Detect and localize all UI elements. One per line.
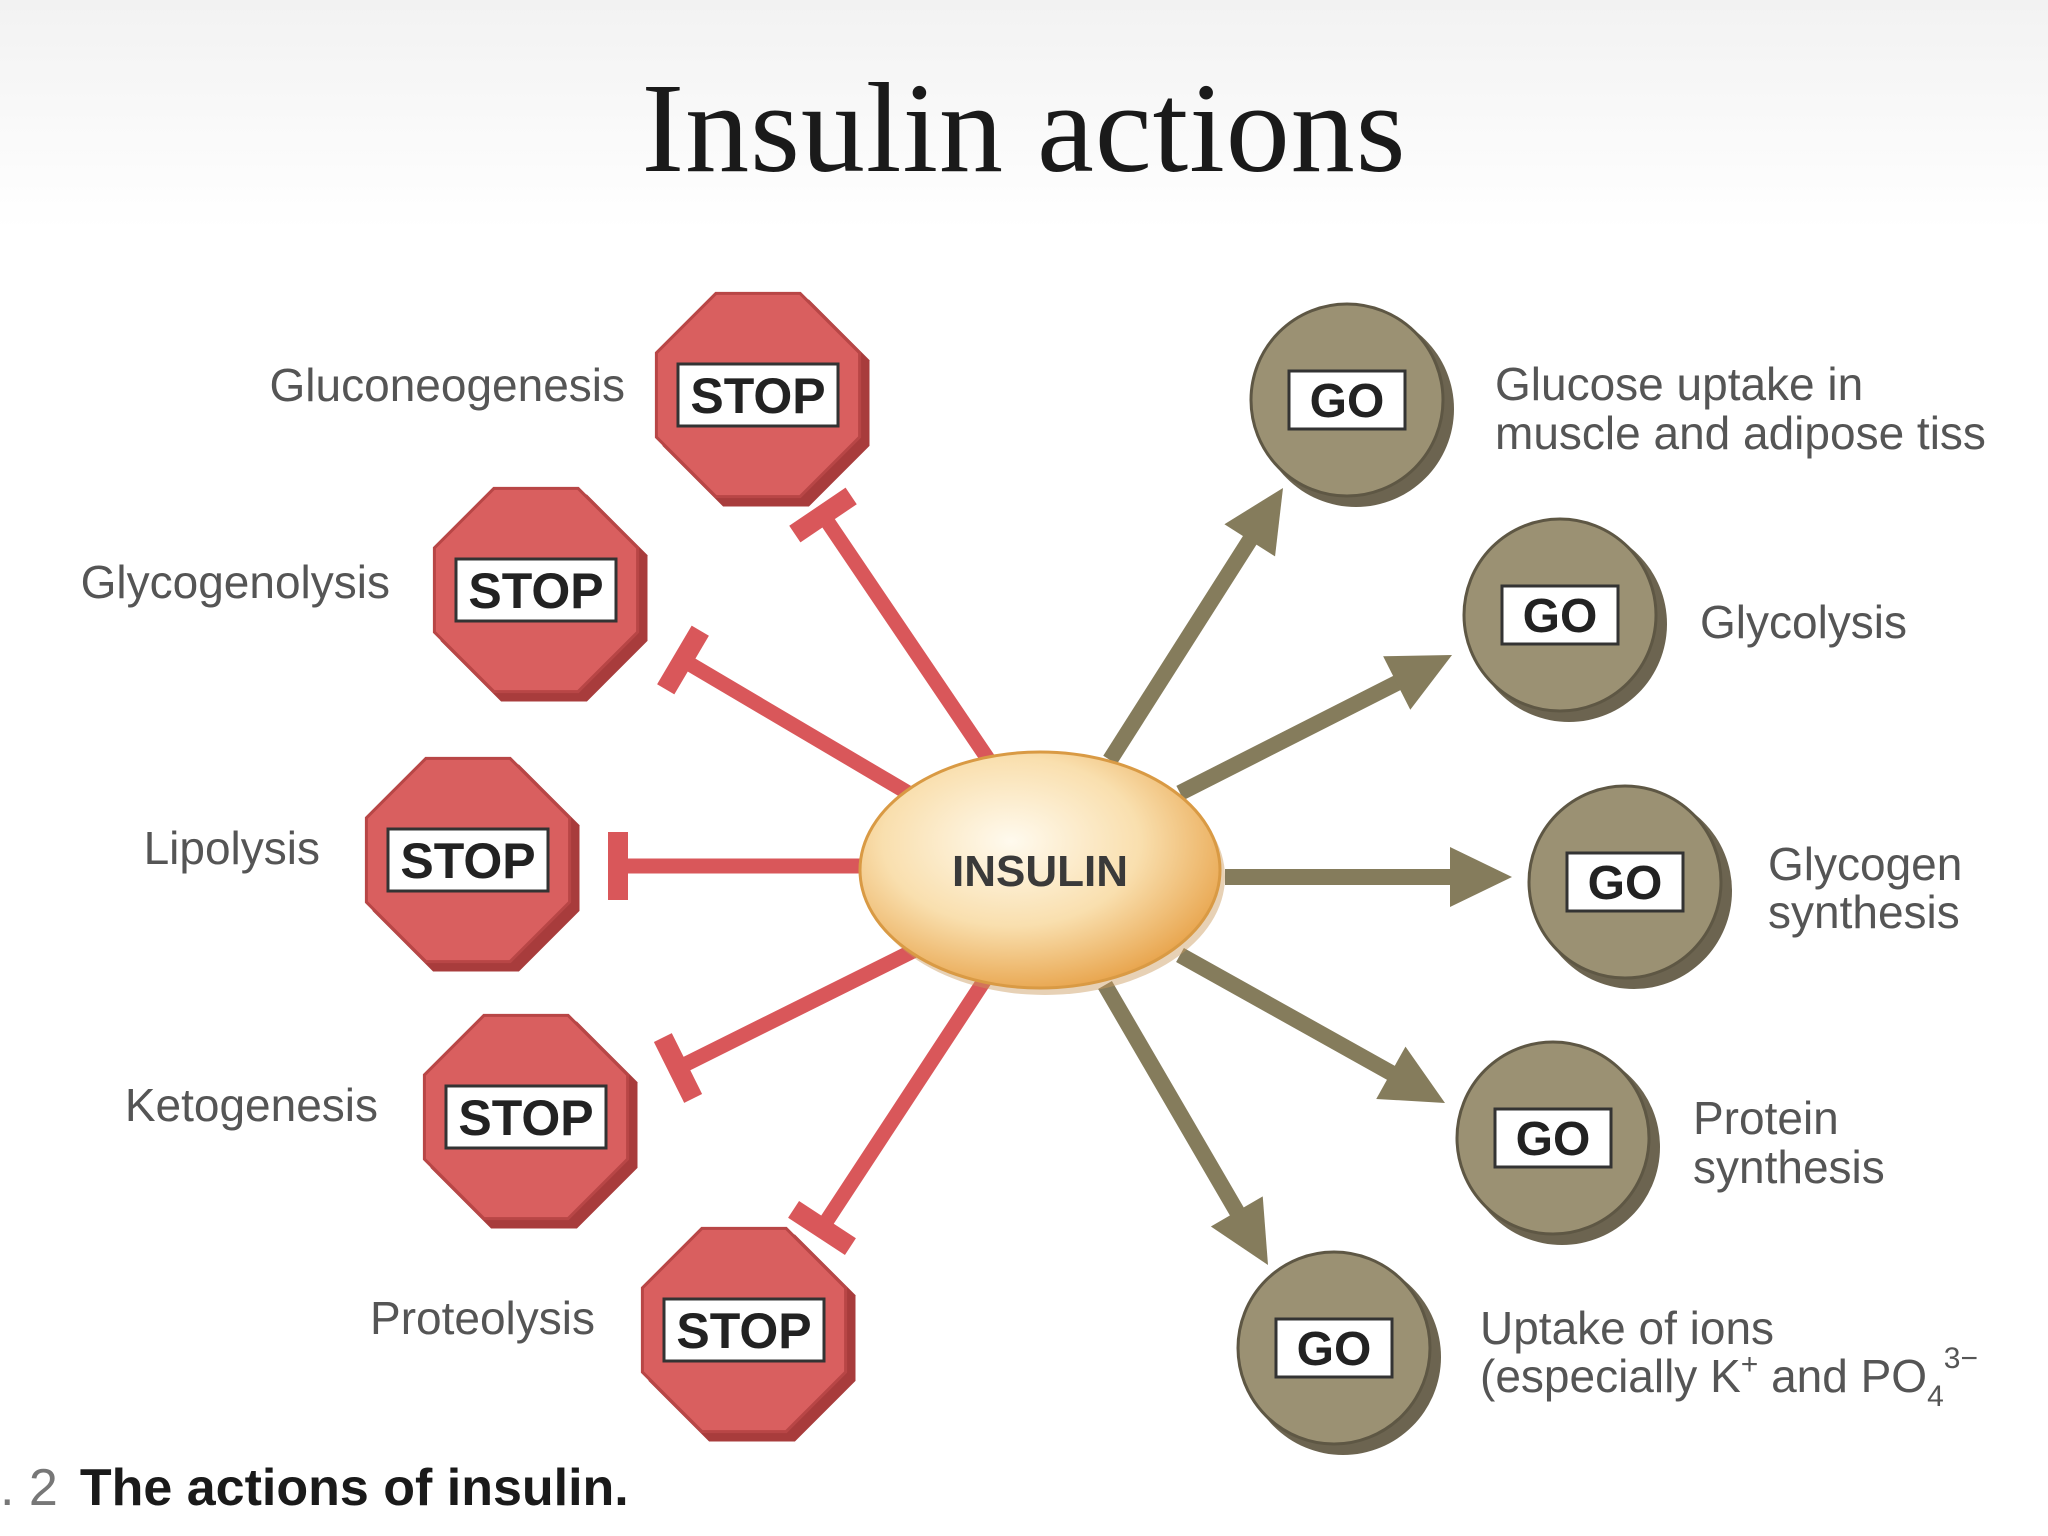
inhibit-bar-ketogenesis [653, 1033, 703, 1103]
stop-sign-gluconeogenesis: STOP [654, 291, 870, 507]
go-sign-4: GO [1455, 1040, 1660, 1245]
stop-sign-text: STOP [458, 1090, 593, 1146]
inhibit-line-gluconeogenesis [816, 510, 997, 767]
insulin-label: INSULIN [952, 847, 1128, 896]
arrow-shaft-go-2 [1176, 674, 1404, 801]
stop-label-box [454, 557, 618, 623]
go-sign-text: GO [1297, 1323, 1372, 1376]
go-label-box [1287, 369, 1407, 431]
figure-number: . 2 [0, 1459, 58, 1517]
inhibit-line-ketogenesis [674, 943, 919, 1075]
go-sign-5: GO [1236, 1250, 1441, 1455]
figure-caption-text: The actions of insulin. [79, 1459, 629, 1517]
go-sign-3: GO [1527, 784, 1732, 989]
stop-label-box [676, 362, 840, 428]
stop-sign-proteolysis: STOP [640, 1226, 856, 1442]
arrow-shaft-go-4 [1176, 948, 1399, 1082]
go-sign-text: GO [1523, 590, 1598, 643]
stimulated-label-2-line1: Glycolysis [1700, 596, 1907, 648]
go-sign-text: GO [1516, 1113, 1591, 1166]
stop-label-box [662, 1297, 826, 1363]
stop-label-box [386, 827, 550, 893]
stop-sign-glycogenolysis: STOP [432, 486, 648, 702]
subscript-4: 4 [1927, 1380, 1944, 1413]
superscript-plus: + [1741, 1348, 1759, 1381]
text-and-po: and PO [1758, 1350, 1927, 1402]
stimulated-label-3-line2: synthesis [1768, 886, 1960, 938]
stimulated-label-1-line2: muscle and adipose tiss [1495, 407, 1986, 459]
inhibited-label-ketogenesis: Ketogenesis [125, 1079, 378, 1131]
inhibited-label-glycogenolysis: Glycogenolysis [81, 556, 390, 608]
stop-sign-text: STOP [690, 368, 825, 424]
inhibited-label-lipolysis: Lipolysis [144, 822, 320, 874]
stimulated-label-4-line2: synthesis [1693, 1141, 1885, 1193]
inhibit-bar-proteolysis [788, 1200, 856, 1256]
inhibit-bar-gluconeogenesis [789, 487, 857, 543]
go-sign-text: GO [1310, 375, 1385, 428]
arrow-head-go-4 [1376, 1046, 1445, 1103]
stop-sign-text: STOP [468, 563, 603, 619]
inhibited-label-proteolysis: Proteolysis [370, 1292, 595, 1344]
go-sign-text: GO [1588, 857, 1663, 910]
arrow-head-go-5 [1210, 1196, 1268, 1265]
arrow-shaft-go-1 [1103, 532, 1259, 765]
stop-sign-ketogenesis: STOP [422, 1013, 638, 1229]
go-label-box [1500, 584, 1620, 646]
go-label-box [1274, 1317, 1394, 1379]
stimulated-label-1-line1: Glucose uptake in [1495, 358, 1863, 410]
arrow-head-go-3 [1450, 847, 1512, 907]
arrow-head-go-2 [1383, 655, 1452, 710]
figure-caption: . 2 The actions of insulin. [0, 1458, 629, 1518]
go-sign-2: GO [1462, 517, 1667, 722]
arrow-head-go-1 [1224, 488, 1283, 557]
stop-sign-lipolysis: STOP [364, 756, 580, 972]
page-title: Insulin actions [641, 57, 1407, 199]
title-background [0, 0, 2048, 230]
stimulated-label-3-line1: Glycogen [1768, 838, 1962, 890]
stop-label-box [444, 1084, 608, 1150]
stimulated-label-5-line2: (especially K+ and PO43− [1480, 1342, 1978, 1413]
go-label-box [1565, 851, 1685, 913]
stimulated-label-5-line1: Uptake of ions [1480, 1302, 1774, 1354]
go-sign-1: GO [1249, 302, 1454, 507]
insulin-ellipse [858, 750, 1222, 990]
inhibit-line-proteolysis [815, 970, 995, 1233]
inhibit-bar-glycogenolysis [657, 625, 709, 695]
arrow-shaft-go-5 [1098, 980, 1246, 1219]
inhibit-line-glycogenolysis [679, 653, 919, 804]
stop-sign-text: STOP [676, 1303, 811, 1359]
superscript-3-minus: 3− [1944, 1342, 1978, 1375]
inhibited-label-gluconeogenesis: Gluconeogenesis [270, 359, 625, 411]
go-label-box [1493, 1107, 1613, 1169]
stop-sign-text: STOP [400, 833, 535, 889]
stimulated-label-4-line1: Protein [1693, 1092, 1839, 1144]
